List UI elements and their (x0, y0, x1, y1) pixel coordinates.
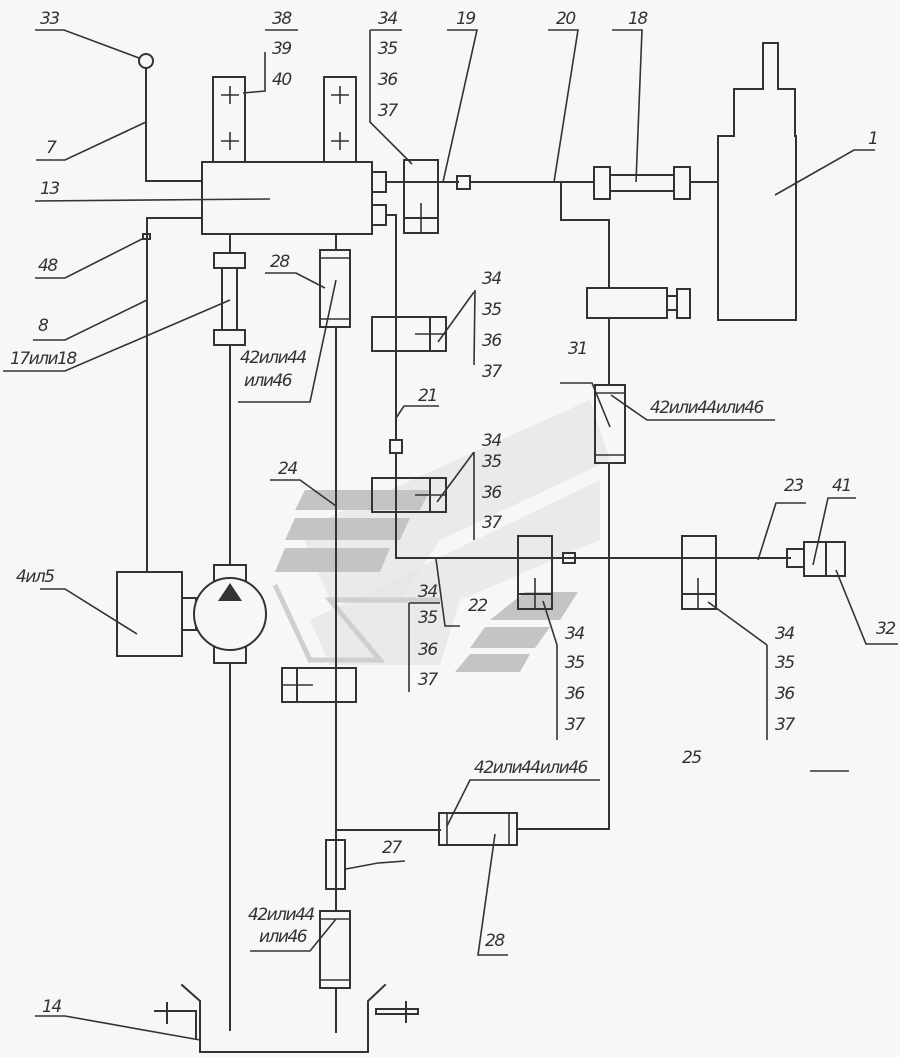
label-18: 18 (628, 9, 648, 29)
label-or-46-bottom: или46 (259, 927, 308, 947)
component-27 (325, 839, 346, 890)
label-24: 24 (278, 459, 297, 479)
label-23: 23 (784, 476, 803, 496)
label-36: 36 (565, 684, 585, 704)
label-7: 7 (46, 138, 57, 158)
label-37: 37 (482, 513, 502, 533)
filter-17-end (213, 329, 246, 346)
valve-34 (681, 535, 717, 610)
filter-18-end (593, 166, 611, 200)
label-17-or-18: 17или18 (10, 349, 77, 369)
label-31: 31 (568, 339, 587, 359)
label-42-44-top: 42или44 (240, 348, 306, 368)
watermark-bar (490, 592, 578, 620)
label-4-or-5: 4ил5 (16, 567, 54, 587)
label-37: 37 (418, 670, 438, 690)
label-22: 22 (468, 596, 487, 616)
port (371, 204, 387, 226)
label-8: 8 (38, 316, 49, 336)
label-28-top: 28 (270, 252, 290, 272)
label-40: 40 (272, 70, 291, 90)
label-34: 34 (482, 431, 501, 451)
top-module-left (212, 76, 246, 163)
line-7 (145, 67, 203, 182)
component-14-reservoir (180, 983, 387, 1053)
pump (193, 577, 267, 651)
label-34: 34 (565, 624, 584, 644)
label-27: 27 (382, 838, 402, 858)
label-1: 1 (868, 129, 877, 149)
label-34: 34 (418, 582, 437, 602)
label-36: 36 (482, 331, 502, 351)
label-38: 38 (272, 9, 292, 29)
label-32: 32 (876, 619, 895, 639)
top-module-right (323, 76, 357, 163)
label-or-46-top: или46 (244, 371, 293, 391)
watermark-logo (272, 400, 610, 672)
watermark-bar (285, 518, 410, 540)
watermark-bar (295, 490, 430, 510)
label-42-44-46-right: 42или44или46 (650, 398, 765, 418)
filter-18-body (609, 174, 675, 192)
pump-direction-icon (218, 583, 242, 601)
leader-lines (3, 29, 898, 1041)
label-28-bottom: 28 (485, 931, 505, 951)
label-35: 35 (482, 452, 501, 472)
label-36: 36 (775, 684, 795, 704)
watermark-band (310, 480, 600, 665)
plus-icon (331, 86, 349, 150)
label-35: 35 (418, 608, 437, 628)
label-37: 37 (775, 715, 795, 735)
label-34: 34 (482, 269, 501, 289)
label-37: 37 (565, 715, 585, 735)
fitting (562, 552, 576, 564)
label-35: 35 (565, 653, 584, 673)
label-35: 35 (775, 653, 794, 673)
watermark-bar (275, 548, 390, 572)
filter-17-body (221, 267, 238, 331)
label-14: 14 (42, 997, 61, 1017)
label-36: 36 (418, 640, 438, 660)
label-13: 13 (40, 179, 59, 199)
label-34: 34 (775, 624, 794, 644)
port (371, 171, 387, 193)
label-21: 21 (418, 386, 437, 406)
label-42-44-bottom: 42или44 (248, 905, 314, 925)
filter-18-end (673, 166, 691, 200)
pipe (560, 181, 610, 289)
component-4-motor (116, 571, 183, 657)
label-35: 35 (482, 300, 501, 320)
component-33-sensor (138, 53, 154, 69)
watermark-outline (272, 583, 440, 663)
pipe-21 (385, 214, 397, 441)
label-37: 37 (378, 101, 398, 121)
component-48 (142, 233, 151, 240)
label-34: 34 (378, 9, 397, 29)
line-8 (146, 217, 203, 573)
label-48: 48 (38, 256, 58, 276)
label-19: 19 (456, 9, 475, 29)
watermark-bar (455, 654, 530, 672)
component-32 (825, 541, 846, 577)
label-42-44-46-bottom: 42или44или46 (474, 758, 589, 778)
label-25: 25 (682, 748, 701, 768)
label-35: 35 (378, 39, 397, 59)
label-36: 36 (378, 70, 398, 90)
label-37: 37 (482, 362, 502, 382)
component-13-block (201, 161, 373, 235)
component-1-tank (717, 42, 797, 321)
fitting (389, 439, 403, 454)
plus-icon (221, 86, 239, 150)
filter-bottom-vertical (319, 910, 351, 989)
cylinder (586, 287, 668, 319)
label-41: 41 (832, 476, 851, 496)
label-33: 33 (40, 9, 59, 29)
label-36: 36 (482, 483, 502, 503)
filter-17-end (213, 252, 246, 269)
label-39: 39 (272, 39, 291, 59)
watermark-bar (470, 627, 550, 648)
label-20: 20 (556, 9, 575, 29)
